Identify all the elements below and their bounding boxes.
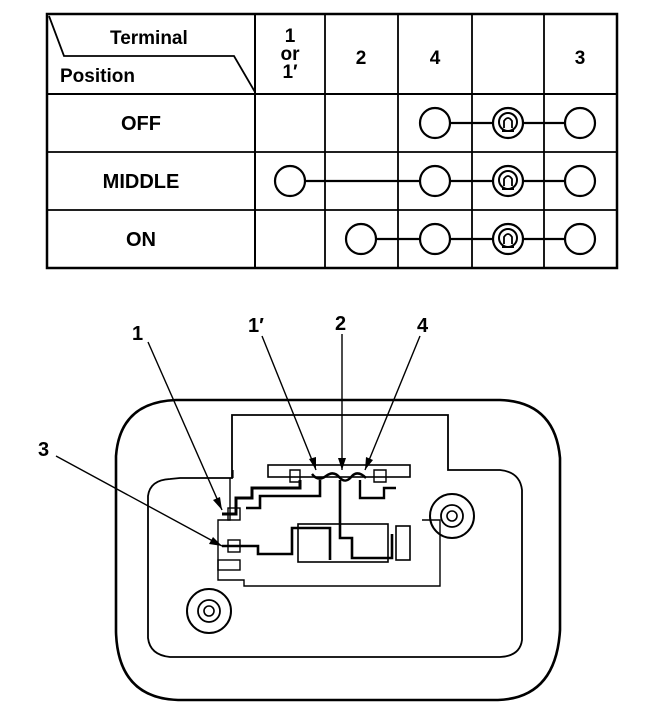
bulb-icon — [491, 222, 525, 256]
row-label: OFF — [121, 113, 161, 135]
terminal-circle — [344, 222, 378, 256]
terminal-circle — [563, 164, 597, 198]
trace-1 — [222, 480, 302, 516]
leader-1prime — [261, 335, 317, 471]
switch-body-outline — [217, 478, 441, 587]
switch-plate — [147, 414, 523, 658]
arrow-1-icon — [213, 497, 222, 510]
table-row: OFF — [121, 106, 597, 140]
mount-tab — [217, 559, 241, 571]
column-header-4: 3 — [575, 48, 586, 69]
bulb-icon — [491, 106, 525, 140]
table-border — [45, 12, 619, 270]
callout-2: 2 — [335, 313, 346, 335]
trace-4 — [358, 480, 396, 500]
terminal-circle — [563, 222, 597, 256]
terminal-label: Terminal — [110, 28, 188, 49]
callout-1: 1 — [132, 323, 143, 345]
mount-boss-right — [429, 493, 475, 539]
switch-tab — [395, 525, 411, 561]
trace-1prime — [246, 480, 322, 510]
table-row: MIDDLE — [103, 164, 597, 198]
bulb-icon — [491, 164, 525, 198]
arrow-2-icon — [338, 458, 346, 470]
terminal-circle — [418, 164, 452, 198]
leader-4 — [364, 335, 421, 471]
column-header-2: 4 — [430, 48, 441, 69]
table-row: ON — [126, 222, 597, 256]
terminal-pad — [227, 507, 241, 521]
column-header-0: 1 — [285, 26, 296, 47]
terminal-pad — [227, 539, 241, 553]
mount-boss-left — [186, 588, 232, 634]
row-label: MIDDLE — [103, 171, 180, 193]
header-diagonal — [48, 15, 256, 93]
position-label: Position — [60, 66, 135, 87]
trace-2 — [338, 480, 394, 560]
arrow-3-icon — [209, 537, 222, 546]
switch-block — [297, 523, 389, 563]
contact-tips — [311, 472, 367, 482]
terminal-tab — [373, 469, 387, 483]
switch-housing — [114, 398, 562, 702]
callout-3: 3 — [38, 439, 49, 461]
row-label: ON — [126, 229, 156, 251]
leader-1 — [147, 341, 223, 511]
terminal-circle — [418, 106, 452, 140]
callout-1prime: 1′ — [248, 315, 264, 337]
trace-3 — [222, 526, 332, 560]
leader-3 — [55, 455, 223, 547]
terminal-circle — [418, 222, 452, 256]
arrow-4-icon — [365, 457, 373, 470]
terminal-circle — [273, 164, 307, 198]
switch-drawing: 1 1′ 2 4 3 — [38, 313, 562, 702]
table-rows: OFF MIDDLE ON — [103, 106, 597, 256]
column-header-0: 1′ — [282, 62, 298, 83]
callout-4: 4 — [417, 315, 429, 337]
arrow-1prime-icon — [309, 457, 316, 470]
column-header-1: 2 — [356, 48, 367, 69]
terminal-circle — [563, 106, 597, 140]
column-header-0: or — [281, 44, 301, 65]
